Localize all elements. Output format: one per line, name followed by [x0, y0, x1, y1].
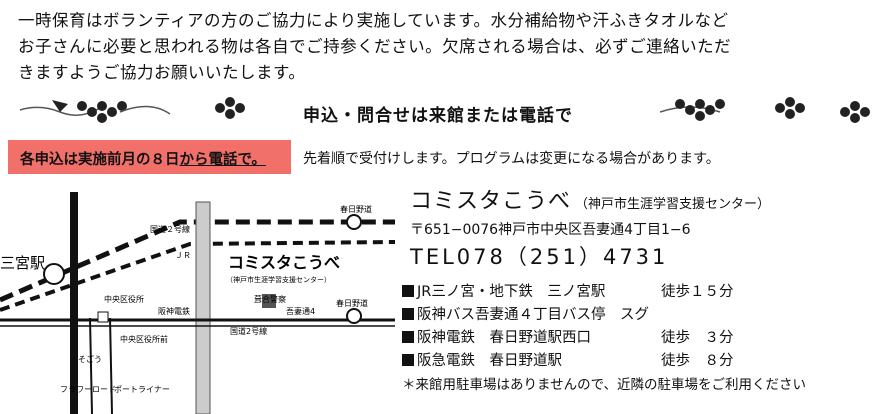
map-label-facility: コミスタこうべ [228, 253, 340, 272]
notice-box-underlined: から電話で。 [179, 152, 266, 168]
access-route: 阪急電鉄 春日野道駅 [417, 353, 562, 369]
map-label-route2-bottom: 国道2号線 [230, 326, 267, 336]
map-label-portliner: ポートライナー [114, 385, 170, 394]
facility-marker [262, 294, 276, 308]
access-list: JR三ノ宮・地下鉄 三ノ宮駅 徒歩１５分 阪神バス吾妻通４丁目バス停 スグ 阪神電… [402, 280, 882, 372]
access-item: 阪神バス吾妻通４丁目バス停 スグ [402, 303, 882, 326]
intro-line-2: お子さんに必要と思われる物は各自でご持参ください。欠席される場合は、必ずご連絡い… [18, 37, 732, 56]
org-row: コミスタこうべ（神戸市生涯学習支援センター） [410, 183, 890, 215]
sannomiya-station-marker [43, 263, 65, 285]
bullet-square-icon [402, 354, 414, 366]
access-route: 阪神電鉄 春日野道駅西口 [417, 330, 591, 346]
bullet-square-icon [402, 285, 414, 297]
flower-garland-right-icon [660, 97, 870, 123]
bullet-square-icon [402, 331, 414, 343]
org-name: コミスタこうべ [410, 189, 572, 214]
map-label-sannomiya: 三宮駅 [0, 254, 45, 272]
map-label-sogo: そごう [78, 354, 102, 364]
access-route: JR三ノ宮・地下鉄 三ノ宮駅 [417, 284, 606, 300]
address: 〒651−0076神戸市中央区吾妻通4丁目1−6 [410, 222, 691, 238]
kasugano-hanshin-marker [346, 308, 362, 324]
map-label-jr: ＪＲ [175, 251, 191, 260]
access-walk: 徒歩 ８分 [661, 353, 734, 369]
access-item: 阪神電鉄 春日野道駅西口 徒歩 ３分 [402, 326, 882, 349]
map-label-route2-top: 国道２号線 [150, 224, 190, 234]
access-item: JR三ノ宮・地下鉄 三ノ宮駅 徒歩１５分 [402, 280, 882, 303]
notice-text: 先着順で受付けします。プログラムは変更になる場合があります。 [303, 151, 720, 167]
map-label-police: 葺合警察 [254, 294, 286, 304]
map-label-kasugano-top: 春日野道 [340, 204, 372, 214]
parking-note: ＊来館用駐車場はありませんので、近隣の駐車場をご利用ください [402, 377, 807, 393]
map-label-azuma: 吾妻通4 [286, 306, 315, 316]
access-walk: 徒歩 ３分 [661, 330, 734, 346]
access-walk: 徒歩１５分 [661, 284, 734, 300]
map-label-hanshin: 阪神電鉄 [158, 306, 190, 316]
intro-line-3: きますようご協力お願いいたします。 [18, 63, 306, 82]
flower-garland-left-icon [20, 97, 245, 123]
access-map: 三宮駅 国道２号線 春日野道 ＪＲ コミスタこうべ （神戸市生涯学習支援センター… [0, 192, 395, 414]
access-item: 阪急電鉄 春日野道駅 徒歩 ８分 [402, 349, 882, 372]
application-notice-box: 各申込は実施前月の８日から電話で。 [8, 140, 291, 174]
map-label-chuo-office-front: 中央区役所前 [120, 334, 168, 344]
access-route: 阪神バス吾妻通４丁目バス停 スグ [417, 307, 649, 323]
map-label-facility-sub: （神戸市生涯学習支援センター） [226, 275, 331, 284]
map-label-chuo-office: 中央区役所 [104, 294, 144, 304]
bullet-square-icon [402, 308, 414, 320]
facility-info: コミスタこうべ（神戸市生涯学習支援センター） 〒651−0076神戸市中央区吾妻… [410, 183, 890, 271]
org-subtitle: （神戸市生涯学習支援センター） [575, 197, 771, 212]
intro-paragraph: 一時保育はボランティアの方のご協力により実施しています。水分補給物や汗ふきタオル… [18, 8, 878, 86]
notice-box-text: 各申込は実施前月の８日 [20, 152, 180, 168]
map-label-flower-road: フラワーロード [60, 385, 116, 394]
map-label-kasugano-bottom: 春日野道 [336, 298, 368, 308]
intro-line-1: 一時保育はボランティアの方のご協力により実施しています。水分補給物や汗ふきタオル… [18, 11, 729, 30]
telephone: TEL078（251）4731 [410, 245, 669, 269]
contact-headline: 申込・問合せは来館または電話で [303, 106, 573, 126]
kasugano-jr-marker [346, 214, 362, 230]
